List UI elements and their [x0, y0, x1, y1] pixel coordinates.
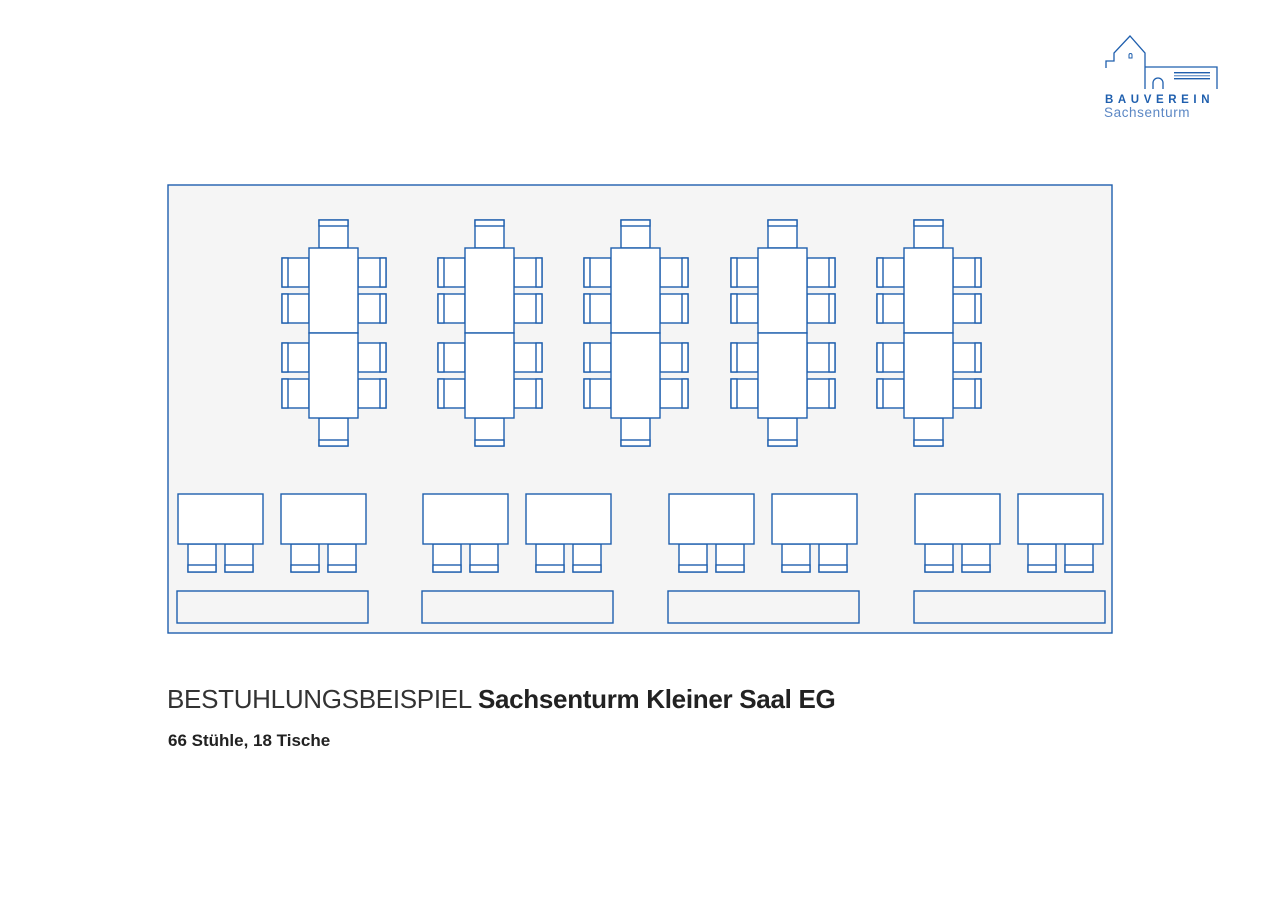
chair-back	[474, 219, 505, 227]
chair-back	[767, 219, 798, 227]
chair-back	[437, 378, 445, 409]
chair-back	[876, 342, 884, 373]
chair-back	[535, 342, 543, 373]
chair-back	[281, 293, 289, 324]
chair-back	[681, 378, 689, 409]
chair-back	[781, 564, 811, 573]
chair-back	[437, 342, 445, 373]
chair-back	[767, 439, 798, 447]
table	[280, 493, 367, 545]
table	[464, 247, 515, 334]
chair-back	[1027, 564, 1057, 573]
chair-back	[681, 257, 689, 288]
title-name: Sachsenturm Kleiner Saal EG	[477, 684, 836, 714]
chair-back	[924, 564, 954, 573]
chair-back	[1064, 564, 1094, 573]
chair-back	[681, 342, 689, 373]
chair-back	[730, 257, 738, 288]
chair-back	[678, 564, 708, 573]
chair-back	[379, 257, 387, 288]
bench	[176, 590, 369, 624]
table	[914, 493, 1001, 545]
chair-back	[281, 378, 289, 409]
logo-text-bauverein: BAUVEREIN	[1105, 94, 1215, 106]
chair-back	[583, 257, 591, 288]
chair-back	[876, 293, 884, 324]
chair-back	[620, 219, 651, 227]
chair-back	[961, 564, 991, 573]
chair-back	[318, 219, 349, 227]
chair-back	[876, 378, 884, 409]
table	[668, 493, 755, 545]
chair-back	[224, 564, 254, 573]
chair-back	[974, 257, 982, 288]
chair-back	[913, 219, 944, 227]
chair-back	[535, 378, 543, 409]
table	[757, 247, 808, 334]
chair-back	[281, 257, 289, 288]
table	[422, 493, 509, 545]
table	[464, 332, 515, 419]
chair-back	[681, 293, 689, 324]
table	[308, 247, 359, 334]
chair-back	[730, 342, 738, 373]
page-title: BESTUHLUNGSBEISPIEL Sachsenturm Kleiner …	[167, 684, 836, 715]
chair-back	[290, 564, 320, 573]
chair-back	[583, 378, 591, 409]
chair-back	[187, 564, 217, 573]
chair-back	[730, 378, 738, 409]
bench	[913, 590, 1106, 624]
chair-back	[715, 564, 745, 573]
chair-back	[327, 564, 357, 573]
chair-back	[437, 293, 445, 324]
chair-back	[974, 293, 982, 324]
table	[610, 332, 661, 419]
chair-back	[469, 564, 499, 573]
table	[757, 332, 808, 419]
chair-back	[730, 293, 738, 324]
chair-back	[535, 293, 543, 324]
chair-back	[583, 293, 591, 324]
chair-back	[818, 564, 848, 573]
chair-back	[828, 293, 836, 324]
chair-back	[913, 439, 944, 447]
chair-back	[535, 257, 543, 288]
table	[308, 332, 359, 419]
bench	[421, 590, 614, 624]
chair-back	[974, 342, 982, 373]
table	[903, 332, 954, 419]
chair-back	[437, 257, 445, 288]
chair-back	[828, 257, 836, 288]
chair-back	[828, 378, 836, 409]
chair-back	[974, 378, 982, 409]
chair-back	[583, 342, 591, 373]
chair-back	[281, 342, 289, 373]
table	[610, 247, 661, 334]
seating-summary: 66 Stühle, 18 Tische	[168, 731, 331, 750]
title-prefix: BESTUHLUNGSBEISPIEL	[167, 684, 471, 714]
chair-back	[432, 564, 462, 573]
chair-back	[620, 439, 651, 447]
chair-back	[379, 293, 387, 324]
table	[1017, 493, 1104, 545]
chair-back	[535, 564, 565, 573]
chair-back	[828, 342, 836, 373]
table	[771, 493, 858, 545]
chair-back	[318, 439, 349, 447]
table	[903, 247, 954, 334]
bench	[667, 590, 860, 624]
chair-back	[572, 564, 602, 573]
chair-back	[474, 439, 505, 447]
chair-back	[379, 342, 387, 373]
chair-back	[876, 257, 884, 288]
table	[525, 493, 612, 545]
chair-back	[379, 378, 387, 409]
bauverein-logo	[1105, 35, 1218, 89]
logo-text-sachsenturm: Sachsenturm	[1104, 105, 1191, 120]
table	[177, 493, 264, 545]
